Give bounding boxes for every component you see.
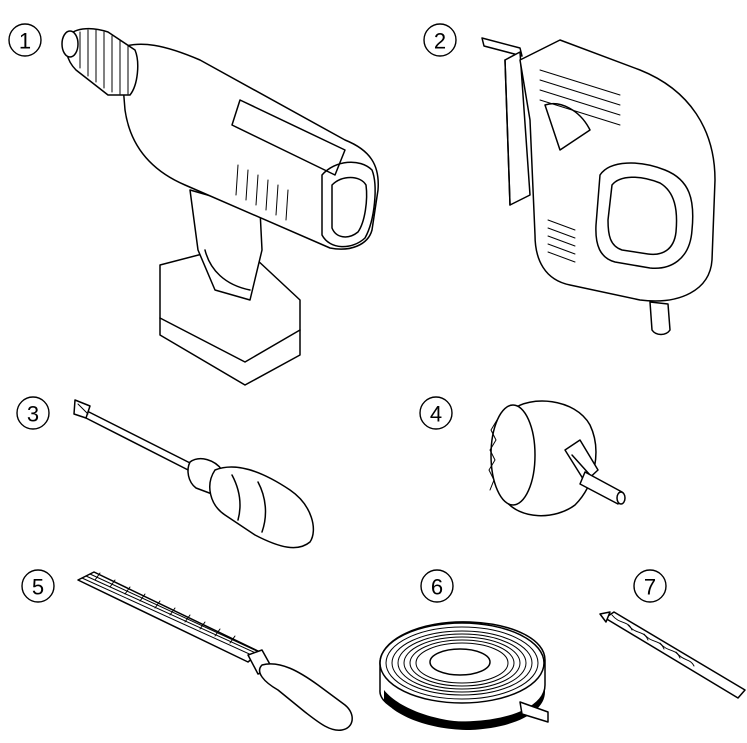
callout-3-label: 3 [27, 402, 39, 427]
phillips-screwdriver [73, 399, 315, 549]
callout-6: 6 [420, 569, 454, 603]
hole-saw [488, 400, 626, 517]
twist-drill-bit [599, 611, 746, 699]
callout-2-label: 2 [434, 29, 446, 54]
callout-5-label: 5 [32, 575, 44, 600]
callout-1-label: 1 [19, 29, 31, 54]
callout-6-label: 6 [431, 575, 443, 600]
callout-3: 3 [16, 396, 50, 430]
tape-roll [379, 621, 549, 730]
jigsaw [481, 37, 716, 336]
cordless-drill [61, 27, 379, 386]
callout-2: 2 [423, 23, 457, 57]
callout-4: 4 [419, 396, 453, 430]
callout-5: 5 [21, 569, 55, 603]
callout-7-label: 7 [644, 575, 656, 600]
callout-1: 1 [8, 23, 42, 57]
hand-file [77, 571, 353, 731]
callout-4-label: 4 [430, 402, 442, 427]
callout-7: 7 [633, 569, 667, 603]
